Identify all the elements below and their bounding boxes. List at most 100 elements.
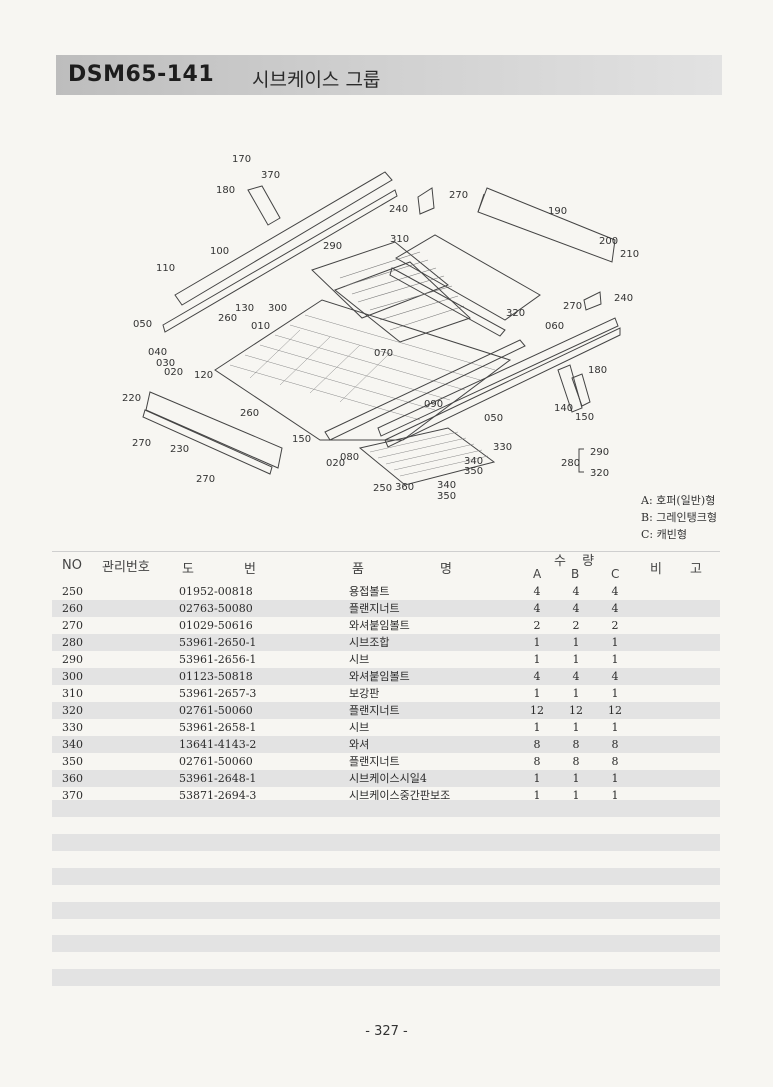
callout: 040 — [148, 347, 167, 358]
cell-name: 시브 — [349, 721, 370, 734]
cell-name: 플랜지너트 — [349, 602, 400, 615]
col-note-1: 비 — [650, 562, 662, 577]
cell-qty-a: 2 — [533, 619, 541, 632]
callout: 010 — [251, 321, 270, 332]
plate-370-shape — [247, 185, 281, 226]
cell-qty-b: 4 — [572, 670, 580, 683]
cell-qty-c: 8 — [611, 755, 619, 768]
callout: 340 — [464, 456, 483, 467]
callout: 270 — [132, 438, 151, 449]
cell-part-no: 01952-00818 — [179, 585, 253, 598]
cell-qty-b: 8 — [572, 738, 580, 751]
callout: 030 — [156, 358, 175, 369]
cell-qty-c: 4 — [611, 602, 619, 615]
callout: 150 — [575, 412, 594, 423]
callout: 240 — [614, 293, 633, 304]
callout: 150 — [292, 434, 311, 445]
cell-no: 320 — [62, 704, 83, 717]
callout: 170 — [232, 154, 251, 165]
cell-qty-a: 4 — [533, 602, 541, 615]
cell-no: 270 — [62, 619, 83, 632]
col-drawing-1: 도 — [182, 562, 194, 577]
cell-part-no: 53961-2656-1 — [179, 653, 257, 666]
callout: 270 — [196, 474, 215, 485]
cell-qty-a: 4 — [533, 585, 541, 598]
cell-qty-b: 12 — [569, 704, 583, 717]
cell-qty-b: 1 — [572, 772, 580, 785]
blank-row — [52, 834, 720, 851]
callout: 260 — [240, 408, 259, 419]
cell-part-no: 02763-50080 — [179, 602, 253, 615]
cover-190-shape — [477, 187, 616, 263]
callout: 230 — [170, 444, 189, 455]
cell-part-no: 01029-50616 — [179, 619, 253, 632]
exploded-parts-diagram: 170 370 180 240 270 190 100 290 310 200 … — [122, 154, 639, 502]
callout-labels: 170 370 180 240 270 190 100 290 310 200 … — [122, 154, 639, 502]
cell-no: 340 — [62, 738, 83, 751]
cell-part-no: 53871-2694-3 — [179, 789, 257, 802]
callout: 050 — [133, 319, 152, 330]
callout: 120 — [194, 370, 213, 381]
callout: 060 — [545, 321, 564, 332]
bracket-140-shape — [557, 364, 583, 413]
case-010-shape — [214, 299, 512, 441]
col-qty: 수 량 — [554, 554, 601, 569]
cell-no: 310 — [62, 687, 83, 700]
callout: 210 — [620, 249, 639, 260]
cell-no: 370 — [62, 789, 83, 802]
callout: 140 — [554, 403, 573, 414]
cell-qty-b: 4 — [572, 602, 580, 615]
col-no: NO — [62, 558, 82, 573]
sieve-290b-shape — [333, 261, 471, 343]
col-name-2: 명 — [440, 562, 452, 577]
cell-qty-c: 1 — [611, 789, 619, 802]
legend-item: B: 그레인탱크형 — [641, 511, 718, 524]
cell-name: 와셔붙임볼트 — [349, 619, 410, 632]
cell-no: 360 — [62, 772, 83, 785]
cell-part-no: 02761-50060 — [179, 704, 253, 717]
legend-item: C: 캐빈형 — [641, 528, 687, 541]
callout: 020 — [326, 458, 345, 469]
cell-qty-b: 8 — [572, 755, 580, 768]
callout: 220 — [122, 393, 141, 404]
callout: 130 — [235, 303, 254, 314]
rail-060-shape — [377, 317, 619, 437]
cell-name: 용접볼트 — [349, 585, 390, 598]
cell-qty-a: 4 — [533, 670, 541, 683]
col-qty-b: B — [571, 567, 580, 581]
bar-230-shape — [142, 409, 273, 475]
col-note-2: 고 — [690, 562, 702, 577]
callout: 350 — [464, 466, 483, 477]
blank-row — [52, 902, 720, 919]
cell-qty-c: 1 — [611, 636, 619, 649]
blank-row — [52, 969, 720, 986]
callout: 370 — [261, 170, 280, 181]
cell-part-no: 02761-50060 — [179, 755, 253, 768]
cell-no: 330 — [62, 721, 83, 734]
cell-no: 280 — [62, 636, 83, 649]
cell-qty-a: 1 — [533, 653, 541, 666]
page-header: DSM65-141 시브케이스 그룹 — [56, 55, 722, 95]
cell-qty-b: 4 — [572, 585, 580, 598]
cell-name: 시브케이스시일4 — [349, 772, 427, 785]
callout: 330 — [493, 442, 512, 453]
group-code: DSM65-141 — [68, 62, 215, 87]
table-header: NO 관리번호 도 번 품 명 수 량 A B C 비 고 — [52, 551, 720, 582]
cell-qty-b: 1 — [572, 653, 580, 666]
cell-name: 시브 — [349, 653, 370, 666]
col-drawing-2: 번 — [244, 562, 256, 577]
bracket-240b-shape — [583, 291, 602, 311]
cell-no: 250 — [62, 585, 83, 598]
sieve-290-shape — [311, 241, 449, 319]
group-title: 시브케이스 그룹 — [252, 69, 381, 91]
